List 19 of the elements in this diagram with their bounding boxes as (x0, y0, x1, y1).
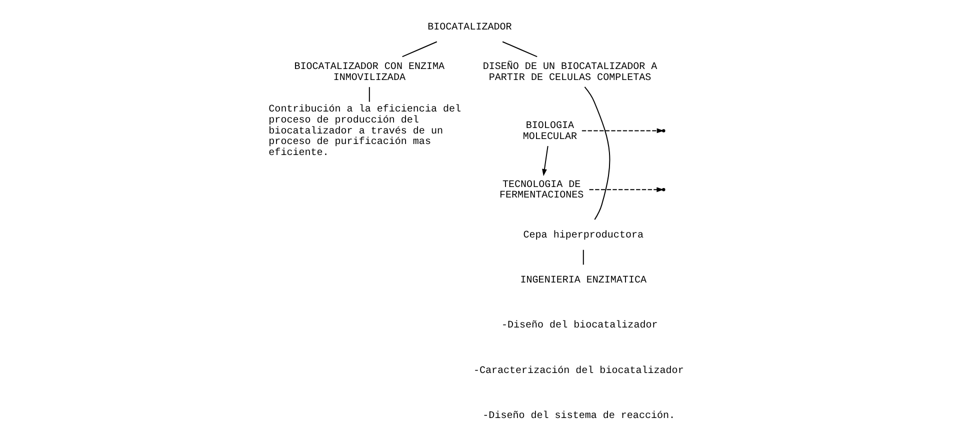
connector (368, 87, 370, 102)
node-text: DISEÑO DE UN BIOCATALIZADOR A PARTIR DE CELULAS COMPLETAS (482, 62, 657, 84)
node-text: Cepa hiperproductora (522, 230, 644, 242)
label: -Caracterización del biocatalizador (472, 366, 684, 377)
label: -Diseño del sistema de reacción. (482, 410, 675, 422)
connector (502, 41, 537, 58)
node-text: Contribución a la eficiencia del proceso de producción del biocatalizador a través de un proceso de purificación mas eficiente. (268, 104, 461, 160)
node-text: BIOCATALIZADOR (427, 22, 512, 34)
node-text: BIOCATALIZADOR CON ENZIMA INMOVILIZADA (294, 62, 444, 84)
node-text: TECNOLOGIA DE FERMENTACIONES (499, 180, 584, 202)
connector (402, 41, 437, 58)
arrow (542, 146, 548, 176)
connector (584, 86, 610, 220)
node-text: BIOLOGIA MOLECULAR (522, 120, 577, 143)
connector (582, 250, 584, 265)
node-text: INGENIERIA ENZIMATICA (520, 276, 646, 287)
arrow (581, 128, 664, 134)
arrow (588, 187, 664, 192)
label: -Diseño del biocatalizador (500, 320, 658, 332)
